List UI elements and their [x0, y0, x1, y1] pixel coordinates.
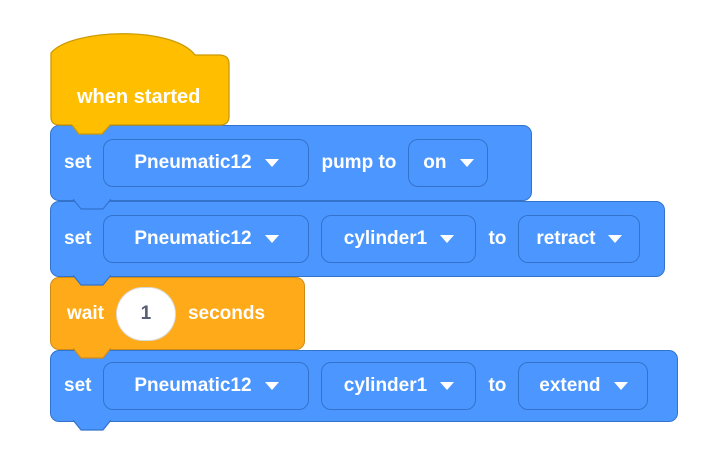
device-dropdown[interactable]: Pneumatic12	[103, 362, 310, 410]
to-label: to	[488, 228, 507, 249]
wait-block[interactable]: wait 1 seconds	[50, 277, 305, 359]
pump-state-dropdown[interactable]: on	[408, 139, 489, 187]
dropdown-arrow-icon	[264, 159, 279, 167]
dropdown-arrow-icon	[440, 235, 455, 243]
cylinder-dropdown[interactable]: cylinder1	[321, 362, 477, 410]
wait-duration-input[interactable]: 1	[115, 286, 176, 341]
pump-state-dropdown-value: on	[423, 152, 447, 173]
action-dropdown-value: extend	[539, 375, 601, 396]
dropdown-arrow-icon	[613, 382, 628, 390]
cylinder-dropdown-value: cylinder1	[343, 375, 428, 396]
device-dropdown[interactable]: Pneumatic12	[103, 215, 310, 263]
block-tab	[73, 420, 111, 431]
dropdown-arrow-icon	[459, 159, 474, 167]
dropdown-arrow-icon	[608, 235, 623, 243]
device-dropdown-value: Pneumatic12	[134, 152, 252, 173]
when-started-hat-block[interactable]: when started	[50, 33, 233, 137]
seconds-label: seconds	[187, 302, 266, 324]
pump-to-label: pump to	[321, 152, 397, 173]
set-pump-block[interactable]: set Pneumatic12 pump to on	[50, 125, 532, 210]
to-label: to	[488, 375, 507, 396]
action-dropdown-value: retract	[536, 228, 596, 249]
action-dropdown[interactable]: retract	[518, 215, 641, 263]
hat-block-shape	[50, 33, 230, 135]
set-label: set	[64, 375, 92, 396]
dropdown-arrow-icon	[264, 382, 279, 390]
wait-label: wait	[67, 302, 104, 324]
wait-duration-value: 1	[140, 302, 152, 324]
hat-block-label: when started	[77, 86, 201, 108]
set-label: set	[64, 152, 92, 173]
device-dropdown[interactable]: Pneumatic12	[103, 139, 310, 187]
cylinder-dropdown-value: cylinder1	[343, 228, 428, 249]
device-dropdown-value: Pneumatic12	[134, 228, 252, 249]
dropdown-arrow-icon	[440, 382, 455, 390]
dropdown-arrow-icon	[264, 235, 279, 243]
set-label: set	[64, 228, 92, 249]
cylinder-dropdown[interactable]: cylinder1	[321, 215, 477, 263]
set-cylinder-extend-block[interactable]: set Pneumatic12 cylinder1 to extend	[50, 350, 678, 431]
action-dropdown[interactable]: extend	[518, 362, 649, 410]
device-dropdown-value: Pneumatic12	[134, 375, 252, 396]
set-cylinder-retract-block[interactable]: set Pneumatic12 cylinder1 to retract	[50, 201, 665, 286]
